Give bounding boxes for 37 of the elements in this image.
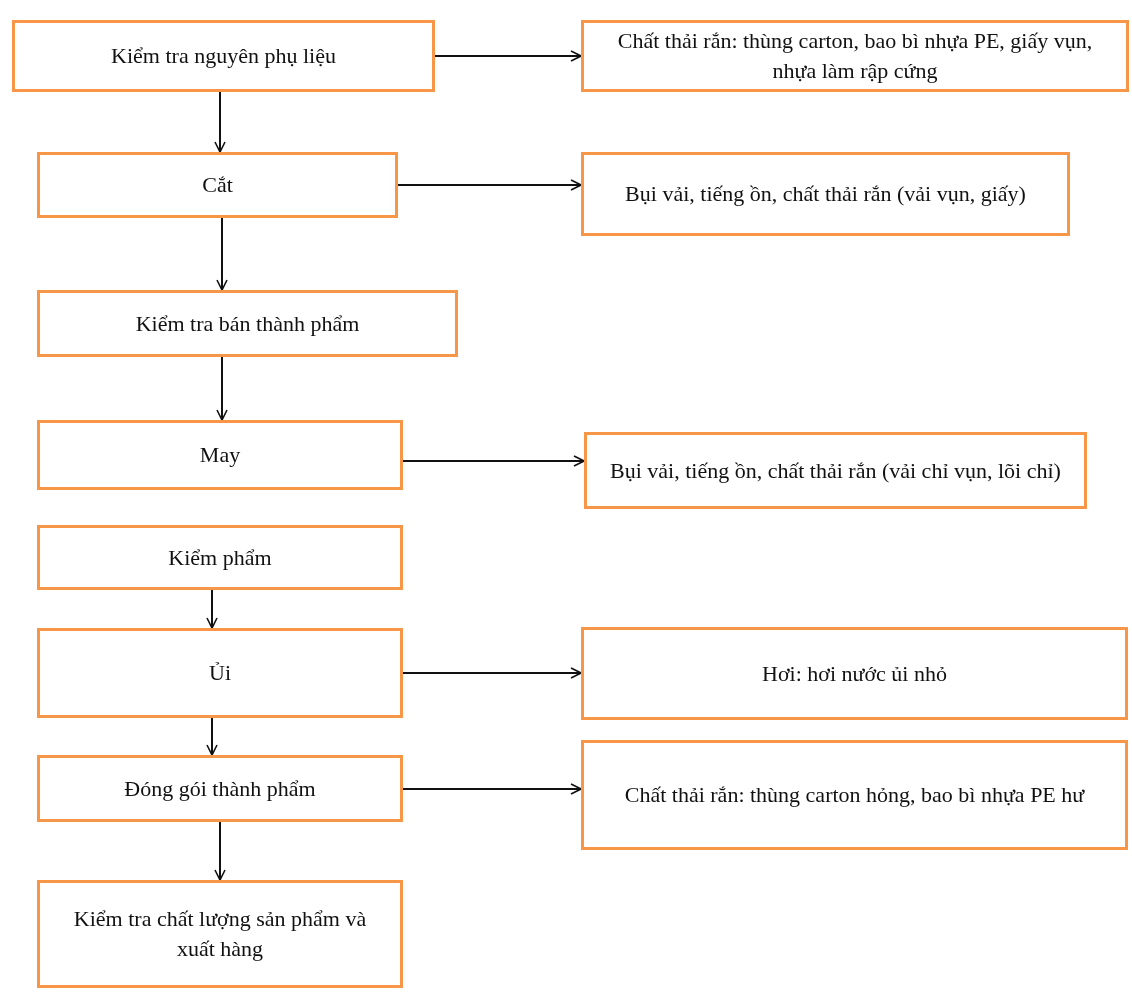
- process-box: [12, 20, 435, 92]
- box-text: Bụi vải, tiếng ồn, chất thải rắn (vải chỉ vụn, lõi chỉ): [610, 456, 1061, 485]
- arrow: [434, 50, 582, 62]
- box-text: Hơi: hơi nước ủi nhỏ: [762, 659, 947, 688]
- process-box: [37, 290, 458, 357]
- process-box: [37, 152, 398, 218]
- arrow: [214, 821, 226, 881]
- box-text: Bụi vải, tiếng ồn, chất thải rắn (vải vụn, giấy): [625, 180, 1026, 209]
- process-box: [581, 627, 1128, 720]
- process-box: [581, 740, 1128, 850]
- arrow: [216, 217, 228, 291]
- box-text: May: [199, 441, 241, 470]
- box-text: Kiểm tra nguyên phụ liệu: [111, 42, 336, 71]
- box-text: Cắt: [202, 171, 233, 200]
- box-text: Kiểm phẩm: [168, 543, 272, 572]
- process-box: [37, 420, 403, 490]
- process-box: [37, 628, 403, 718]
- arrow: [216, 356, 228, 421]
- box-text: Kiểm tra bán thành phẩm: [135, 309, 360, 338]
- process-box: [581, 20, 1129, 92]
- box-text: Chất thải rắn: thùng carton hỏng, bao bì nhựa PE hư: [624, 781, 1085, 810]
- process-box: [584, 432, 1087, 509]
- arrow: [402, 667, 582, 679]
- process-box: [37, 525, 403, 590]
- box-text: Chất thải rắn: thùng carton, bao bì nhựa PE, giấy vụn, nhựa làm rập cứng: [616, 27, 1094, 85]
- box-text: Kiểm tra chất lượng sản phẩm và xuất hàng: [72, 905, 368, 963]
- process-box: [37, 880, 403, 988]
- arrow: [402, 455, 585, 467]
- arrow: [402, 783, 582, 795]
- arrow: [206, 589, 218, 629]
- arrow: [214, 91, 226, 153]
- arrow: [397, 179, 582, 191]
- process-box: [581, 152, 1070, 236]
- arrow: [206, 717, 218, 756]
- process-box: [37, 755, 403, 822]
- box-text: Ủi: [209, 659, 231, 688]
- box-text: Đóng gói thành phẩm: [124, 774, 316, 803]
